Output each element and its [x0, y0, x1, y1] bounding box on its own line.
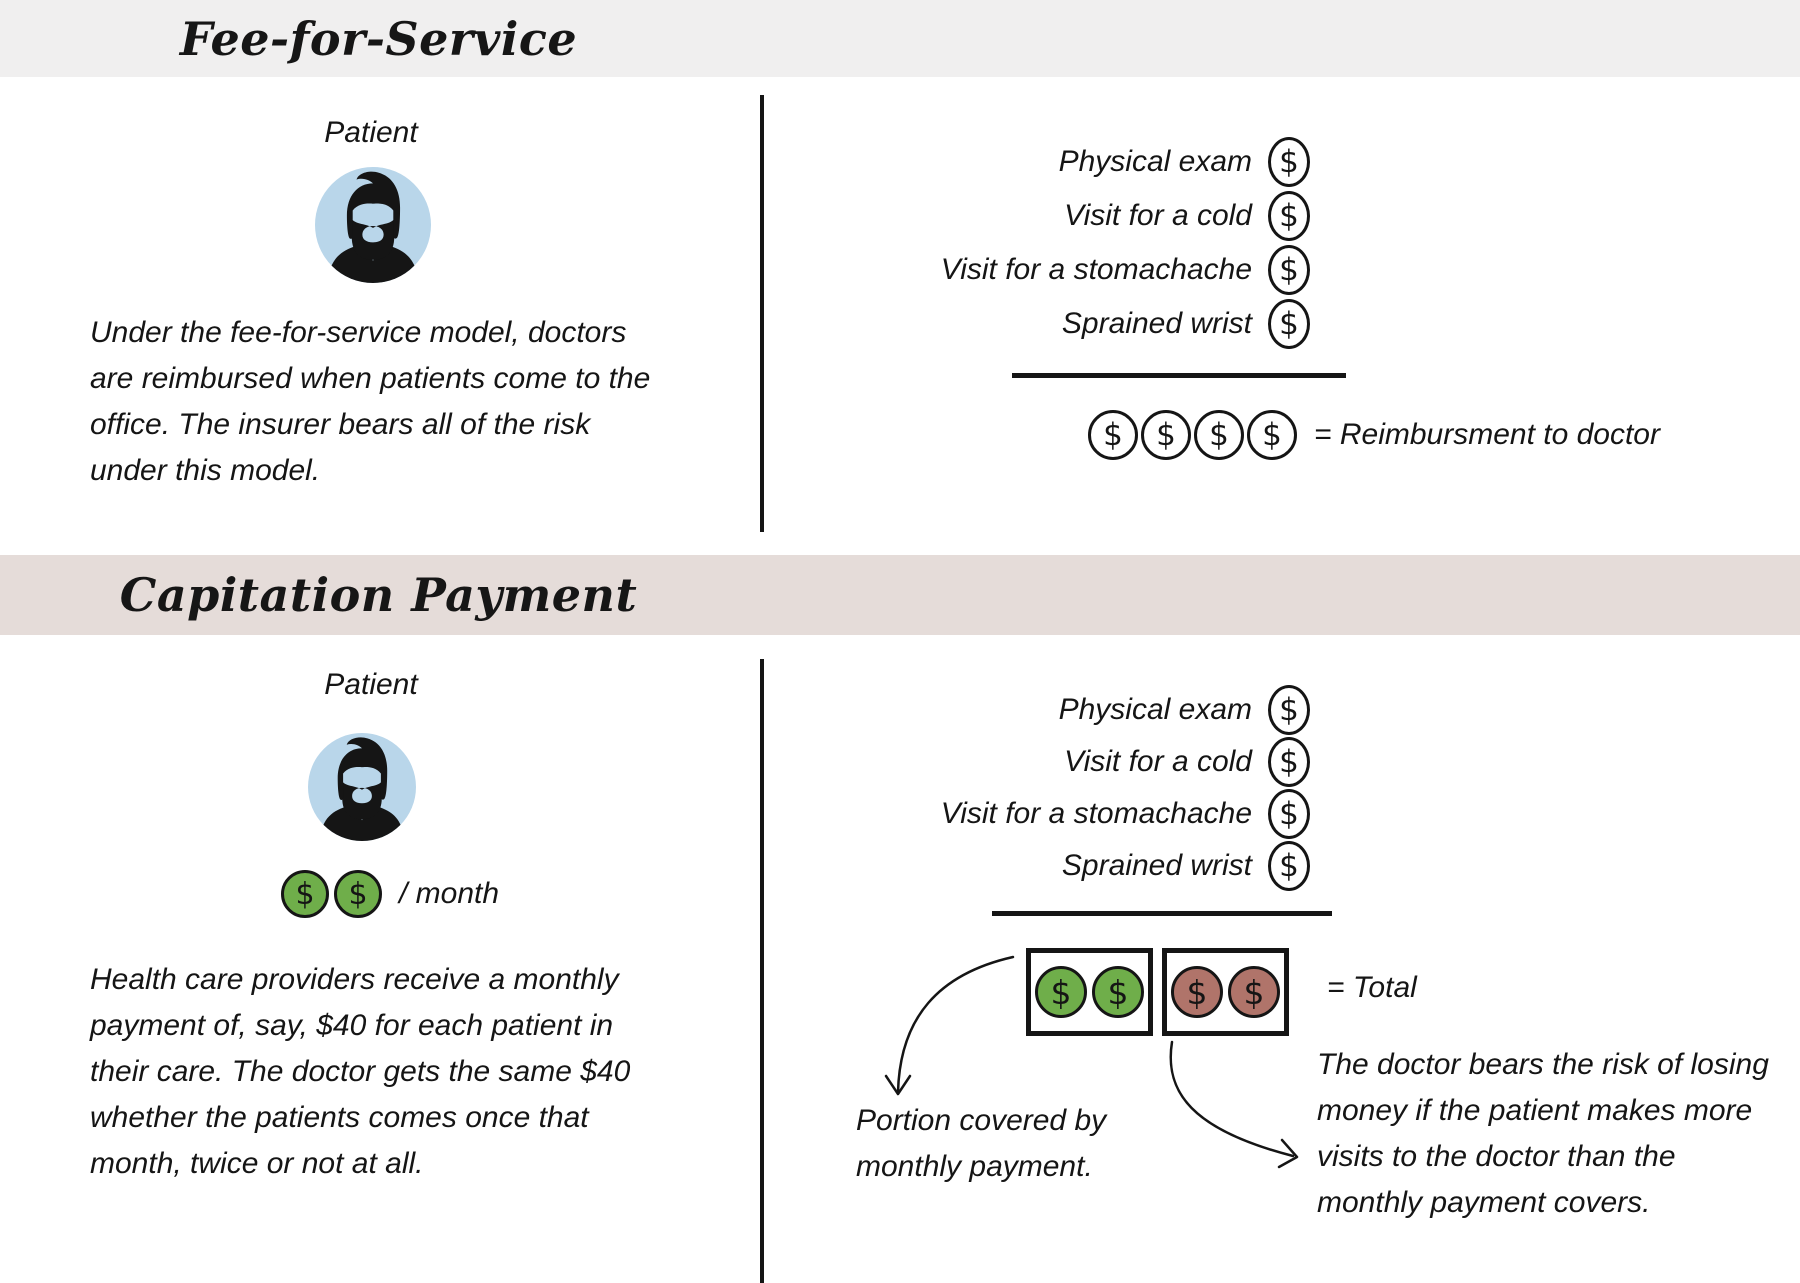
dollar-sign: $ — [1279, 306, 1299, 342]
dollar-coin-icon: $ — [1268, 137, 1310, 187]
service-list: Physical exam $ Visit for a cold $ Visit… — [790, 684, 1310, 892]
service-label: Visit for a cold — [1064, 199, 1252, 232]
doctor-loss-box: $ $ — [1162, 948, 1289, 1036]
dollar-sign: $ — [1279, 692, 1299, 728]
patient-label: Patient — [324, 116, 418, 149]
dollar-sign: $ — [1279, 144, 1299, 180]
fee-for-service-description: Under the fee-for-service model, doctors… — [90, 316, 651, 487]
green-dollar-coin-icon: $ — [1035, 966, 1087, 1018]
arrow-to-portion-note-head — [884, 1074, 912, 1096]
service-label: Physical exam — [1058, 145, 1252, 178]
service-list: Physical exam $ Visit for a cold $ Visit… — [790, 135, 1310, 351]
fee-for-service-band: Fee-for-Service — [0, 0, 1800, 77]
patient-label: Patient — [324, 668, 418, 701]
dollar-coin-icon: $ — [1268, 841, 1310, 891]
service-label: Visit for a stomachache — [940, 253, 1252, 286]
patient-avatar — [308, 733, 416, 841]
sum-line — [1012, 373, 1346, 378]
service-label: Visit for a stomachache — [940, 797, 1252, 830]
section-divider — [760, 95, 764, 532]
capitation-title: Capitation Payment — [119, 568, 638, 622]
service-row: Sprained wrist $ — [790, 840, 1310, 892]
dollar-coin-icon: $ — [1141, 410, 1191, 460]
service-label: Physical exam — [1058, 693, 1252, 726]
person-icon — [327, 171, 419, 283]
arrow-to-risk-note-head — [1277, 1138, 1299, 1169]
dollar-sign: $ — [1279, 744, 1299, 780]
total-label: = Total — [1327, 971, 1417, 1004]
patient-avatar — [315, 167, 431, 283]
reimbursement-row: $ $ $ $ = Reimbursment to doctor — [1088, 410, 1660, 460]
dollar-sign: $ — [1243, 972, 1265, 1012]
dollar-sign: $ — [1209, 417, 1229, 453]
service-row: Sprained wrist $ — [790, 297, 1310, 351]
dollar-coin-icon: $ — [1268, 191, 1310, 241]
monthly-payment-box: $ $ — [1026, 948, 1153, 1036]
section-divider — [760, 659, 764, 1283]
dollar-coin-icon: $ — [1268, 789, 1310, 839]
green-dollar-coin-icon: $ — [1092, 966, 1144, 1018]
dollar-coin-icon: $ — [1247, 410, 1297, 460]
service-label: Sprained wrist — [1061, 307, 1252, 340]
portion-note: Portion covered by monthly payment. — [856, 1104, 1107, 1183]
red-dollar-coin-icon: $ — [1228, 966, 1280, 1018]
monthly-payment-row: $ $ / month — [281, 870, 499, 918]
dollar-sign: $ — [1107, 972, 1129, 1012]
service-label: Sprained wrist — [1061, 849, 1252, 882]
service-row: Visit for a stomachache $ — [790, 788, 1310, 840]
arrow-to-risk-note — [1169, 1040, 1295, 1158]
dollar-coin-icon: $ — [1268, 737, 1310, 787]
sum-line — [992, 911, 1332, 916]
dollar-sign: $ — [1050, 972, 1072, 1012]
red-dollar-coin-icon: $ — [1171, 966, 1223, 1018]
dollar-coin-icon: $ — [1268, 299, 1310, 349]
capitation-band: Capitation Payment — [0, 555, 1800, 635]
capitation-description: Health care providers receive a monthly … — [90, 963, 631, 1180]
service-row: Physical exam $ — [790, 684, 1310, 736]
dollar-sign: $ — [295, 876, 315, 912]
service-row: Visit for a cold $ — [790, 736, 1310, 788]
per-month-label: / month — [399, 877, 500, 910]
fee-for-service-title: Fee-for-Service — [179, 11, 578, 66]
service-row: Physical exam $ — [790, 135, 1310, 189]
dollar-sign: $ — [1186, 972, 1208, 1012]
dollar-sign: $ — [1156, 417, 1176, 453]
green-dollar-coin-icon: $ — [334, 870, 382, 918]
dollar-sign: $ — [1279, 796, 1299, 832]
dollar-coin-icon: $ — [1268, 685, 1310, 735]
dollar-sign: $ — [1262, 417, 1282, 453]
dollar-sign: $ — [1279, 198, 1299, 234]
dollar-sign: $ — [348, 876, 368, 912]
service-label: Visit for a cold — [1064, 745, 1252, 778]
risk-note: The doctor bears the risk of losing mone… — [1317, 1048, 1769, 1219]
arrow-to-portion-note — [896, 955, 1015, 1094]
dollar-sign: $ — [1279, 252, 1299, 288]
service-row: Visit for a cold $ — [790, 189, 1310, 243]
service-row: Visit for a stomachache $ — [790, 243, 1310, 297]
reimbursement-label: = Reimbursment to doctor — [1314, 418, 1660, 451]
green-dollar-coin-icon: $ — [281, 870, 329, 918]
dollar-sign: $ — [1103, 417, 1123, 453]
dollar-sign: $ — [1279, 848, 1299, 884]
dollar-coin-icon: $ — [1194, 410, 1244, 460]
dollar-coin-icon: $ — [1268, 245, 1310, 295]
dollar-coin-icon: $ — [1088, 410, 1138, 460]
person-icon — [319, 737, 405, 841]
